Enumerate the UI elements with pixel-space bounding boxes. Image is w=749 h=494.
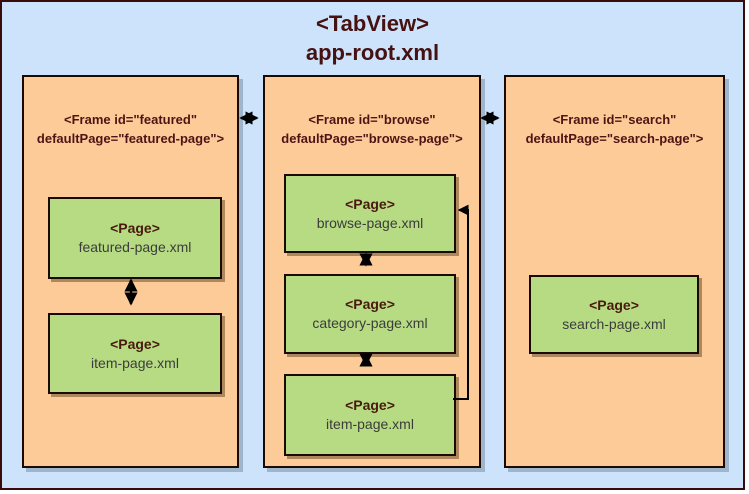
app-root-filename: app-root.xml bbox=[305, 40, 440, 65]
frame-browse-header-line1: <Frame id="browse" bbox=[308, 112, 436, 127]
frame-featured-header-line1: <Frame id="featured" bbox=[64, 112, 197, 127]
page-file-label: category-page.xml bbox=[312, 315, 428, 331]
frame-search: <Frame id="search" defaultPage="search-p… bbox=[504, 75, 725, 468]
page-browse-page: <Page> browse-page.xml bbox=[284, 174, 456, 253]
page-tag-label: <Page> bbox=[345, 397, 395, 413]
page-file-label: item-page.xml bbox=[326, 416, 414, 432]
frame-browse: <Frame id="browse" defaultPage="browse-p… bbox=[263, 75, 481, 468]
tabview-tag-label: <TabView> bbox=[316, 11, 429, 36]
frame-browse-header-line2: defaultPage="browse-page"> bbox=[281, 131, 463, 146]
page-tag-label: <Page> bbox=[345, 195, 395, 212]
page-tag-label: <Page> bbox=[110, 335, 160, 352]
page-featured-page: <Page> featured-page.xml bbox=[48, 197, 222, 279]
frame-search-header: <Frame id="search" defaultPage="search-p… bbox=[506, 110, 723, 148]
page-file-label: browse-page.xml bbox=[316, 214, 424, 231]
page-item-page-browse: <Page> item-page.xml bbox=[284, 374, 456, 456]
frame-search-header-line2: defaultPage="search-page"> bbox=[525, 131, 704, 146]
page-file-label: featured-page.xml bbox=[78, 239, 192, 255]
frame-browse-header: <Frame id="browse" defaultPage="browse-p… bbox=[265, 110, 479, 148]
frame-featured-header: <Frame id="featured" defaultPage="featur… bbox=[24, 110, 237, 148]
frame-featured-header-line2: defaultPage="featured-page"> bbox=[36, 131, 225, 146]
page-tag-label: <Page> bbox=[110, 220, 160, 236]
frame-featured: <Frame id="featured" defaultPage="featur… bbox=[22, 75, 239, 468]
page-tag-label: <Page> bbox=[345, 296, 395, 312]
page-tag-label: <Page> bbox=[589, 296, 639, 313]
page-item-page-featured: <Page> item-page.xml bbox=[48, 313, 222, 394]
page-category-page: <Page> category-page.xml bbox=[284, 274, 456, 354]
page-file-label: search-page.xml bbox=[562, 315, 666, 332]
page-file-label: item-page.xml bbox=[91, 354, 179, 371]
page-search-page: <Page> search-page.xml bbox=[529, 275, 699, 354]
frame-search-header-line1: <Frame id="search" bbox=[552, 112, 677, 127]
diagram-title: <TabView> app-root.xml bbox=[2, 9, 743, 67]
